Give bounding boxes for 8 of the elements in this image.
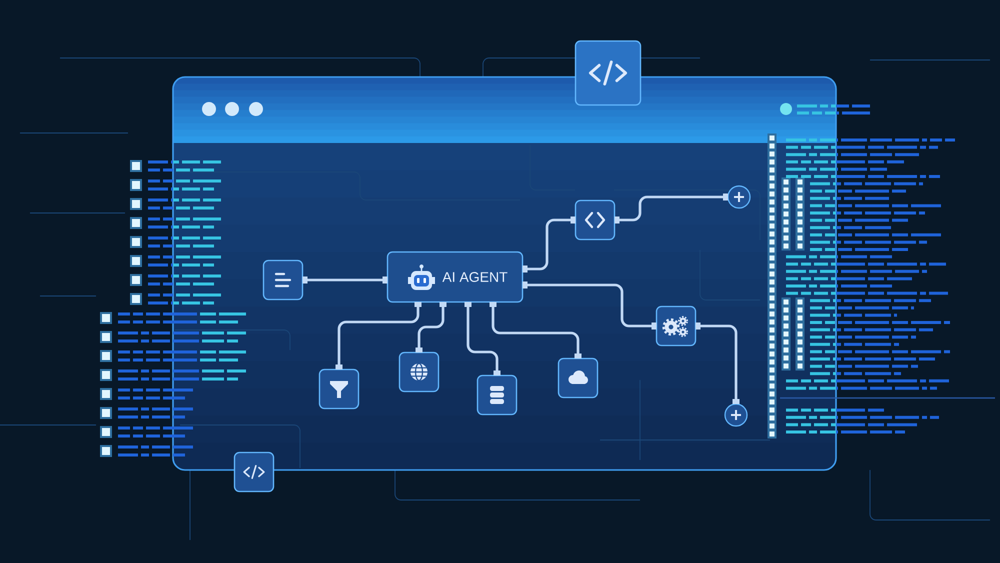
connector [490, 302, 582, 358]
connector [416, 302, 446, 352]
connector [696, 322, 740, 404]
connector [614, 194, 728, 224]
connector [464, 302, 500, 376]
icon-box [574, 40, 642, 106]
icon-box [318, 368, 360, 410]
connector [336, 302, 422, 370]
